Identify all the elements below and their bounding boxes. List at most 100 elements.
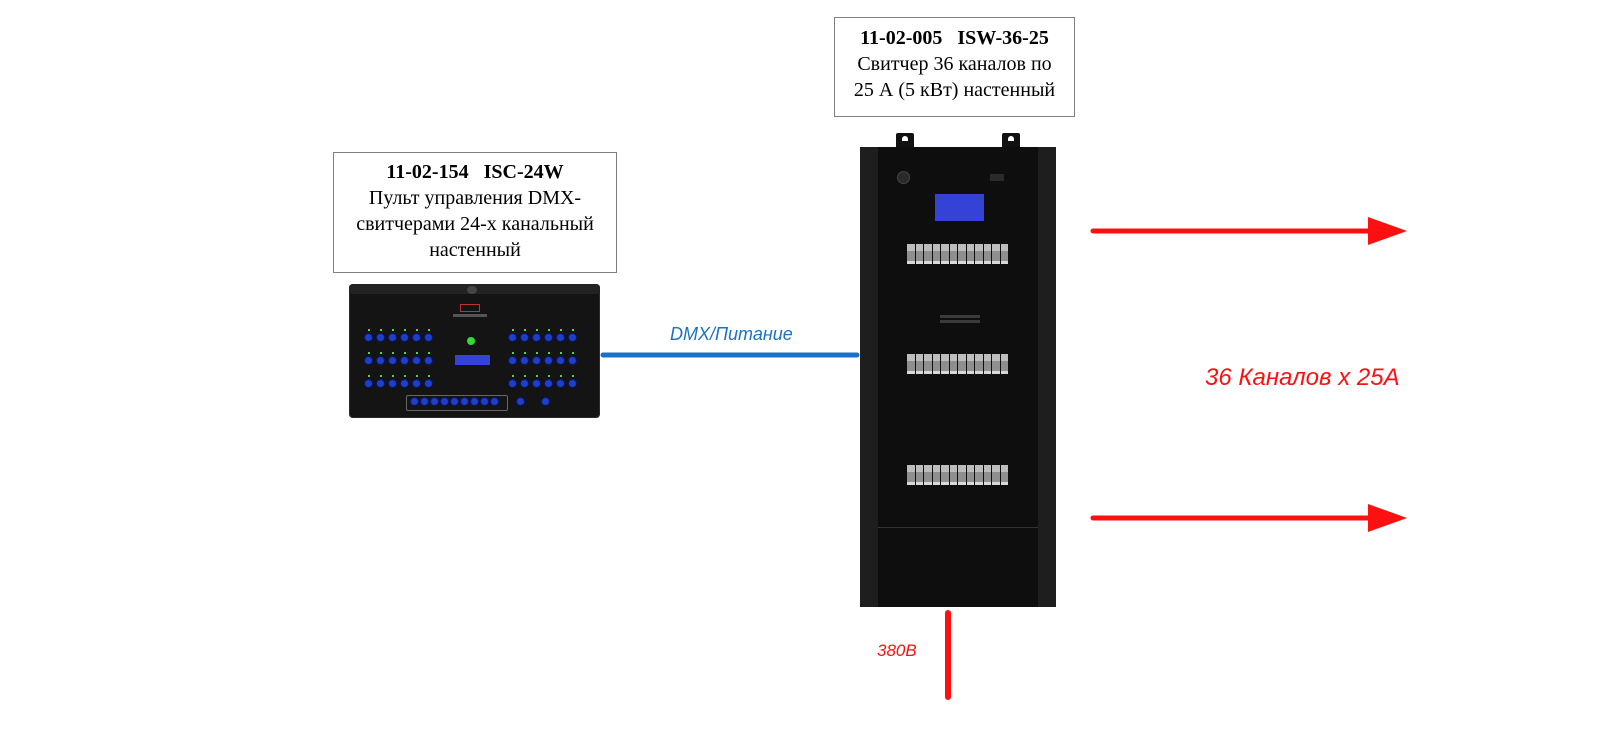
controller-knob bbox=[401, 380, 408, 387]
cabinet-display bbox=[935, 194, 984, 221]
controller-device-image bbox=[349, 284, 600, 418]
circuit-breaker bbox=[915, 244, 923, 264]
circuit-breaker bbox=[1000, 465, 1008, 485]
circuit-breaker bbox=[992, 354, 1000, 374]
controller-connector bbox=[467, 286, 477, 294]
controller-bottom-knob bbox=[421, 398, 428, 405]
controller-knob-led bbox=[572, 375, 574, 377]
controller-knob-led bbox=[416, 329, 418, 331]
circuit-breaker bbox=[958, 354, 966, 374]
circuit-breaker bbox=[975, 354, 983, 374]
controller-display bbox=[455, 355, 490, 365]
controller-knob bbox=[425, 380, 432, 387]
circuit-breaker bbox=[924, 244, 932, 264]
controller-bottom-knob bbox=[517, 398, 524, 405]
controller-knob bbox=[377, 334, 384, 341]
controller-knob-led bbox=[512, 329, 514, 331]
controller-knob bbox=[557, 380, 564, 387]
controller-knob bbox=[377, 380, 384, 387]
circuit-breaker bbox=[966, 354, 974, 374]
controller-bottom-knob bbox=[451, 398, 458, 405]
controller-knob-led bbox=[524, 352, 526, 354]
controller-knob-led bbox=[380, 375, 382, 377]
circuit-breaker bbox=[958, 465, 966, 485]
controller-knob bbox=[545, 380, 552, 387]
controller-knob bbox=[521, 357, 528, 364]
controller-knob bbox=[365, 357, 372, 364]
cabinet-rail-left bbox=[860, 147, 878, 607]
controller-knob-led bbox=[560, 375, 562, 377]
circuit-breaker bbox=[975, 465, 983, 485]
controller-knob bbox=[365, 334, 372, 341]
circuit-breaker bbox=[949, 465, 957, 485]
cabinet-lower-seam bbox=[878, 527, 1038, 528]
switcher-desc-line-2: 25 А (5 кВт) настенный bbox=[853, 79, 1056, 101]
controller-knob-led bbox=[524, 329, 526, 331]
circuit-breaker bbox=[992, 244, 1000, 264]
circuit-breaker bbox=[907, 244, 915, 264]
controller-knob bbox=[545, 334, 552, 341]
controller-bottom-panel bbox=[406, 395, 508, 411]
cabinet-vent bbox=[990, 174, 1004, 181]
controller-knob-led bbox=[380, 329, 382, 331]
switcher-desc-line-1: Свитчер 36 каналов по bbox=[857, 53, 1052, 75]
controller-knob bbox=[389, 380, 396, 387]
controller-knob bbox=[401, 334, 408, 341]
controller-bottom-knob bbox=[481, 398, 488, 405]
circuit-breaker bbox=[983, 244, 991, 264]
breaker-row-2 bbox=[907, 354, 1008, 374]
breaker-row-1 bbox=[907, 244, 1008, 264]
controller-knob-led bbox=[524, 375, 526, 377]
controller-knob bbox=[413, 334, 420, 341]
circuit-breaker bbox=[915, 465, 923, 485]
breaker-row-3 bbox=[907, 465, 1008, 485]
circuit-breaker bbox=[983, 465, 991, 485]
controller-knob-led bbox=[416, 352, 418, 354]
controller-knob bbox=[389, 357, 396, 364]
controller-knob-led bbox=[428, 329, 430, 331]
circuit-breaker bbox=[907, 354, 915, 374]
controller-status-led bbox=[467, 337, 475, 345]
controller-knob bbox=[413, 357, 420, 364]
controller-knob bbox=[569, 357, 576, 364]
controller-knob bbox=[413, 380, 420, 387]
controller-code: 11-02-154 ISC-24W bbox=[386, 161, 564, 183]
controller-knob bbox=[521, 380, 528, 387]
controller-knob-led bbox=[368, 375, 370, 377]
switcher-cabinet-image bbox=[860, 133, 1056, 607]
circuit-breaker bbox=[958, 244, 966, 264]
controller-knob-led bbox=[380, 352, 382, 354]
controller-bottom-knob bbox=[542, 398, 549, 405]
circuit-breaker bbox=[1000, 244, 1008, 264]
controller-knob-led bbox=[392, 352, 394, 354]
controller-knob-led bbox=[428, 375, 430, 377]
circuit-breaker bbox=[941, 354, 949, 374]
controller-knob-led bbox=[404, 329, 406, 331]
controller-knob-led bbox=[572, 329, 574, 331]
controller-knob-led bbox=[368, 352, 370, 354]
circuit-breaker bbox=[932, 465, 940, 485]
controller-bottom-knob bbox=[411, 398, 418, 405]
controller-knob-led bbox=[404, 375, 406, 377]
controller-knob-led bbox=[548, 329, 550, 331]
controller-knob-led bbox=[404, 352, 406, 354]
controller-knob-led bbox=[536, 329, 538, 331]
controller-knob bbox=[509, 334, 516, 341]
switcher-label-box: 11-02-005 ISW-36-25 Свитчер 36 каналов п… bbox=[834, 17, 1075, 117]
power-voltage-label: 380В bbox=[877, 641, 917, 660]
controller-knob bbox=[533, 334, 540, 341]
controller-knob-led bbox=[536, 352, 538, 354]
controller-logo bbox=[460, 304, 480, 312]
controller-knob bbox=[533, 380, 540, 387]
controller-knob bbox=[425, 334, 432, 341]
controller-knob bbox=[569, 380, 576, 387]
circuit-breaker bbox=[932, 354, 940, 374]
controller-knob bbox=[545, 357, 552, 364]
controller-knob bbox=[569, 334, 576, 341]
controller-knob bbox=[377, 357, 384, 364]
controller-knob-led bbox=[536, 375, 538, 377]
controller-knob-led bbox=[512, 352, 514, 354]
controller-knob bbox=[557, 357, 564, 364]
circuit-breaker bbox=[907, 465, 915, 485]
